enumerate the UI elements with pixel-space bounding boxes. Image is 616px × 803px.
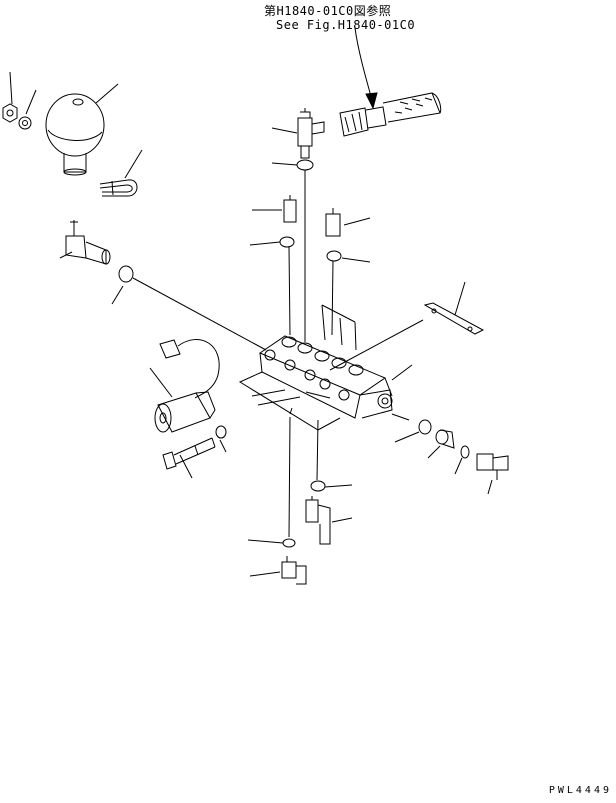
o-ring-lower-left <box>248 417 295 547</box>
straight-fitting-right <box>326 208 370 335</box>
reference-note-japanese: 第H1840-01C0図参照 <box>264 4 392 18</box>
straight-fitting <box>250 195 296 335</box>
elbow-fitting-bottom <box>306 496 352 544</box>
assembly-leader-line <box>133 278 266 350</box>
gasket-plate <box>330 282 483 370</box>
bolt <box>163 426 226 478</box>
o-ring-bottom <box>311 420 352 491</box>
elbow-fitting-lower <box>250 556 306 584</box>
accumulator <box>46 84 118 175</box>
drawing-number: PWL4449 <box>548 785 612 796</box>
o-ring-small <box>455 446 469 474</box>
o-ring-right <box>395 420 431 442</box>
elbow-fitting <box>60 220 110 264</box>
solenoid-valve <box>150 339 219 432</box>
valve-block <box>240 305 412 430</box>
u-bolt <box>100 150 142 196</box>
washer <box>19 90 36 129</box>
o-ring <box>112 266 133 304</box>
tee-fitting <box>272 108 324 342</box>
hose-assembly <box>340 28 441 136</box>
reference-note-english: See Fig.H1840-01C0 <box>276 18 416 32</box>
nut <box>3 72 17 122</box>
elbow-fitting-right <box>477 454 508 494</box>
plug <box>428 430 454 458</box>
